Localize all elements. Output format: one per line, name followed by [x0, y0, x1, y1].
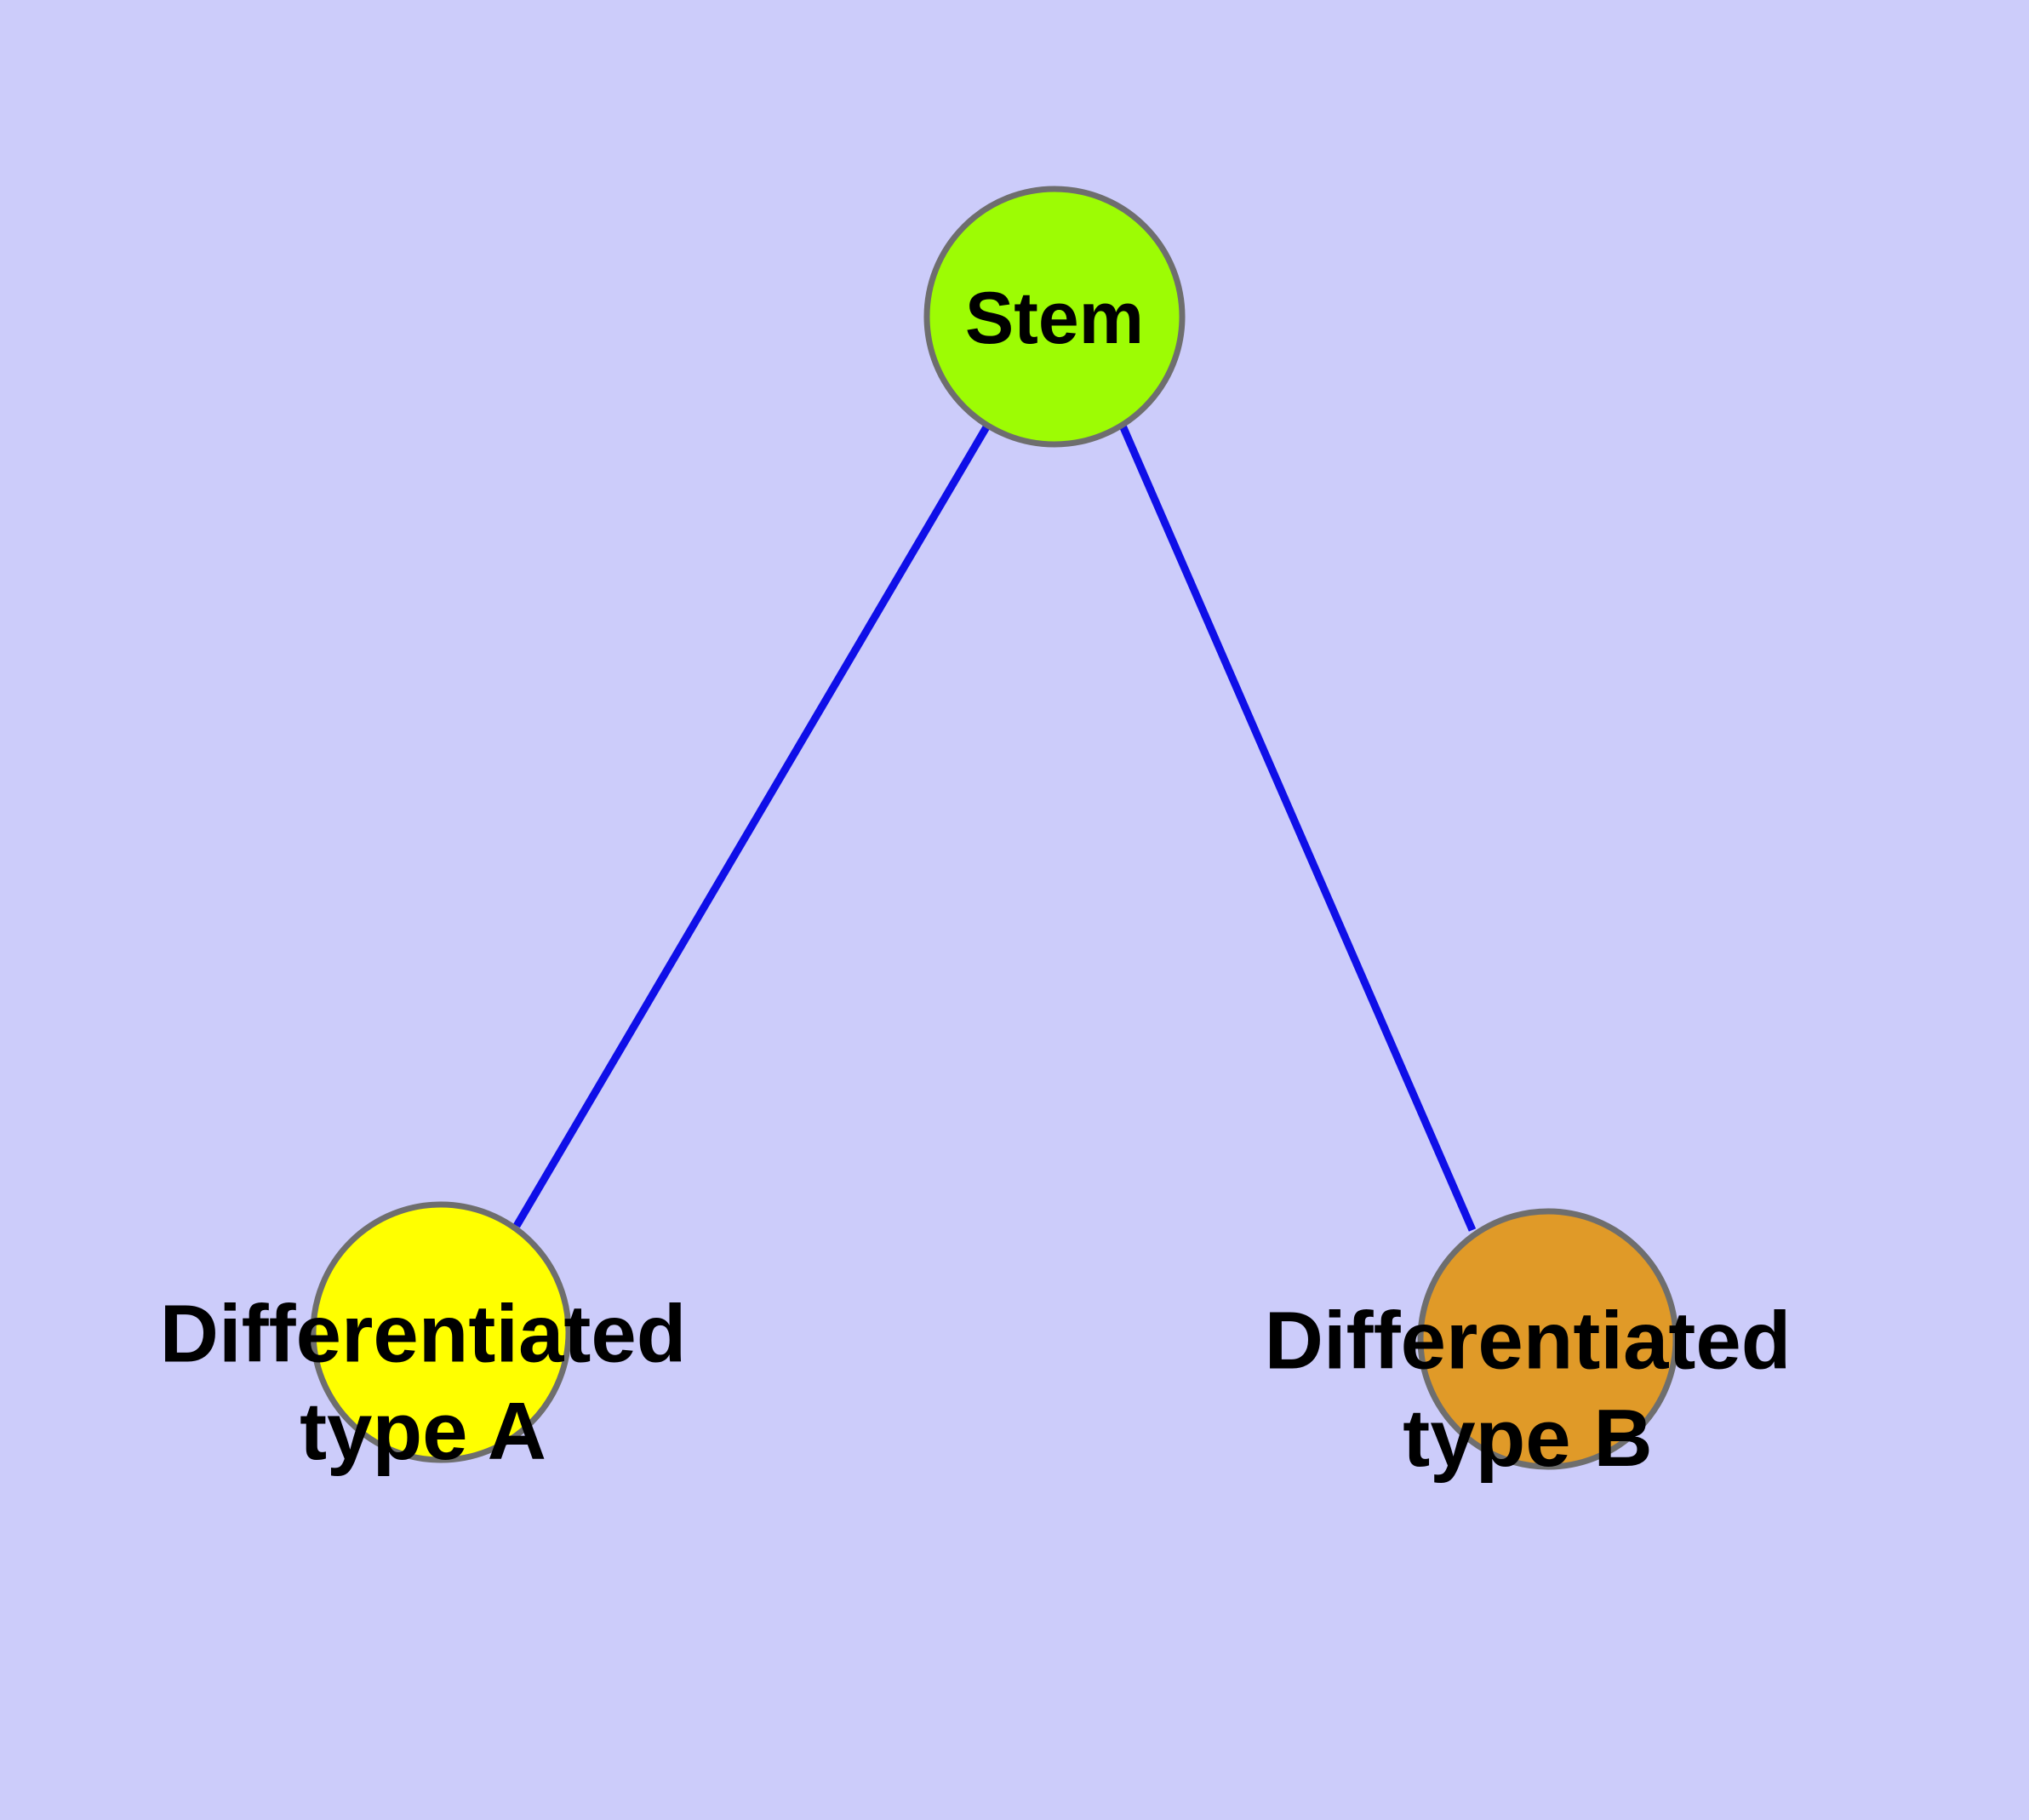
node-differentiated-type-b-label-line2: type B: [1403, 1393, 1652, 1484]
node-differentiated-type-b-circle[interactable]: [1417, 1208, 1679, 1470]
node-stem-label: Stem: [965, 278, 1144, 359]
edge-stem-to-differentiated-type-b[interactable]: [1118, 424, 1477, 1232]
node-differentiated-type-a-label-line1: Differentiated: [160, 1289, 687, 1380]
edge-stem-to-differentiated-type-a[interactable]: [513, 423, 991, 1228]
node-stem-circle[interactable]: [923, 186, 1186, 448]
node-stem[interactable]: Stem: [923, 186, 1186, 448]
nodes-layer: Stem Differentiated type A Differentiate…: [160, 186, 1792, 1484]
node-differentiated-type-a-circle[interactable]: [310, 1201, 572, 1463]
edges-layer: [513, 423, 1477, 1232]
node-differentiated-type-a-label-line2: type A: [300, 1386, 546, 1477]
node-differentiated-type-a[interactable]: Differentiated type A: [160, 1201, 687, 1477]
node-differentiated-type-b[interactable]: Differentiated type B: [1265, 1208, 1792, 1484]
node-differentiated-type-b-label-line1: Differentiated: [1265, 1296, 1792, 1387]
